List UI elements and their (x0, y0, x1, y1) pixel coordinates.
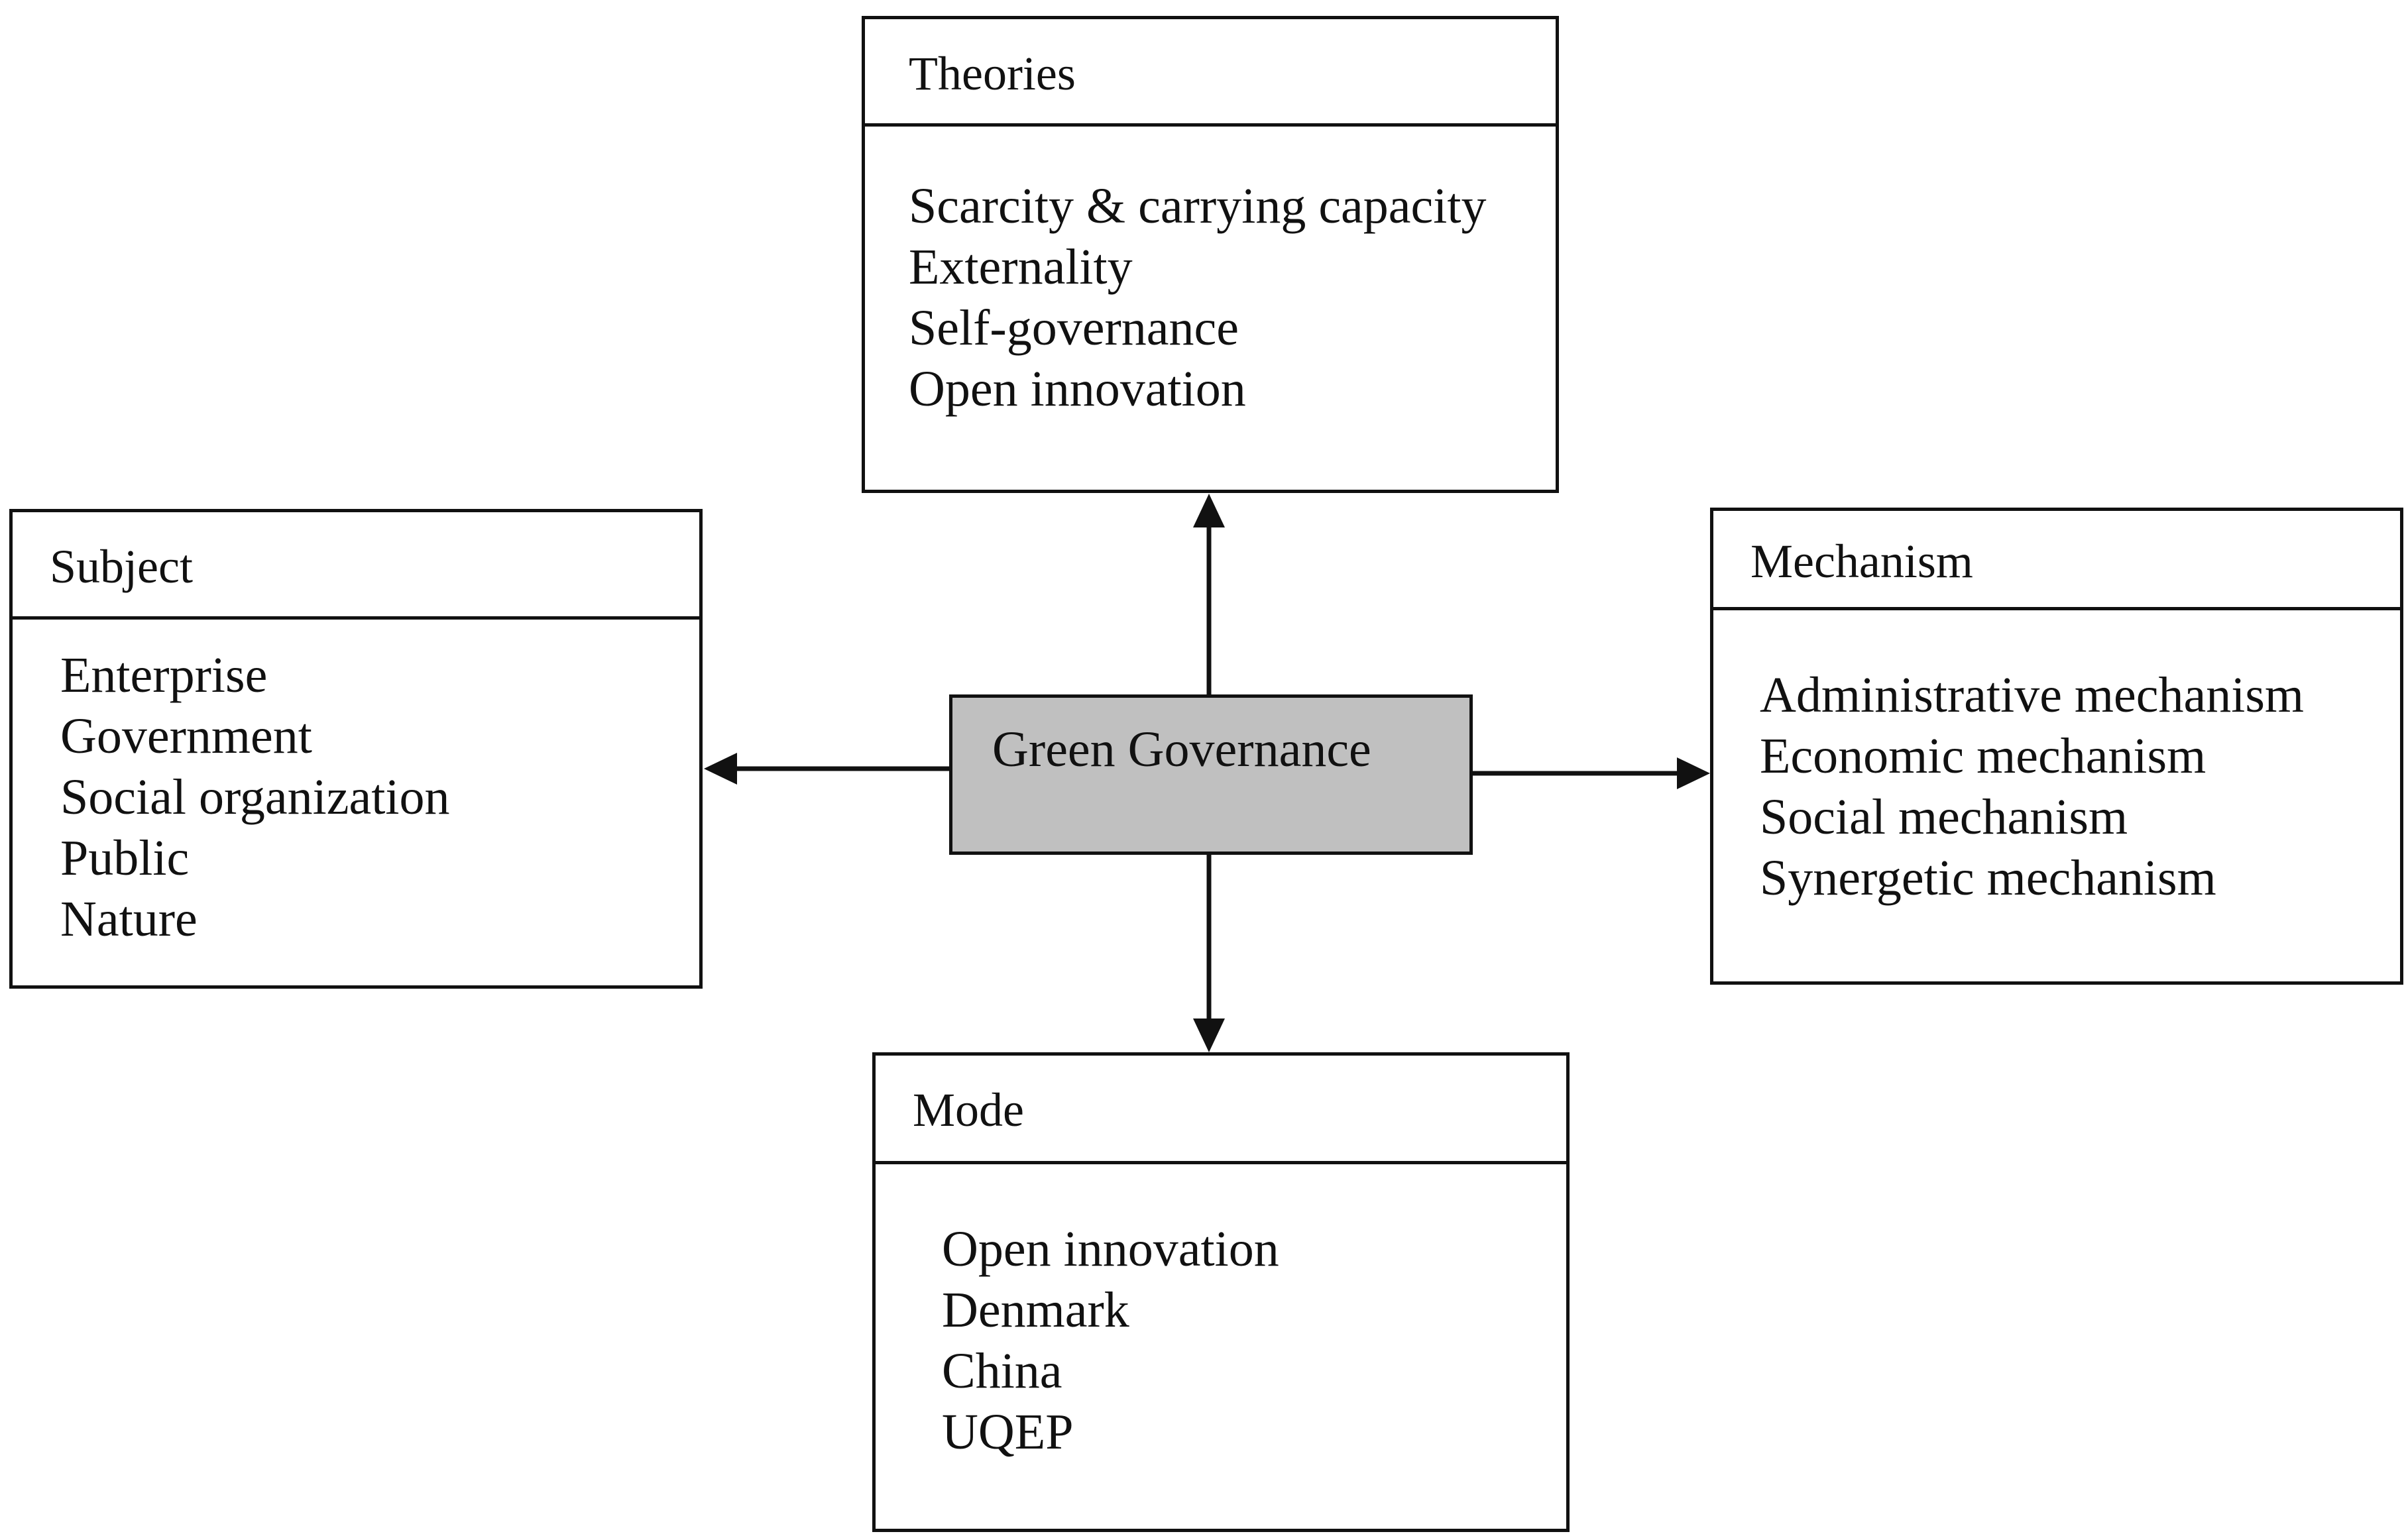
theories-box: Theories Scarcity & carrying capacity Ex… (862, 16, 1559, 493)
mechanism-item: Social mechanism (1760, 789, 2128, 845)
green-governance-label: Green Governance (992, 722, 1371, 777)
theories-item: Scarcity & carrying capacity (909, 178, 1487, 234)
subject-item: Public (60, 830, 190, 886)
arrow-to-theories (1193, 494, 1225, 694)
subject-item: Nature (60, 891, 198, 947)
subject-item: Social organization (60, 769, 450, 825)
mode-item: China (942, 1343, 1062, 1399)
mechanism-box: Mechanism Administrative mechanism Econo… (1710, 508, 2403, 985)
mechanism-item: Economic mechanism (1760, 728, 2206, 784)
subject-header: Subject (13, 512, 699, 620)
mode-header: Mode (876, 1056, 1566, 1164)
subject-title: Subject (50, 540, 193, 593)
theories-header: Theories (865, 19, 1556, 127)
mode-list: Open innovation Denmark China UQEP (942, 1219, 1279, 1462)
subject-item: Enterprise (60, 647, 268, 703)
mode-box: Mode Open innovation Denmark China UQEP (872, 1052, 1570, 1532)
mode-title: Mode (913, 1083, 1024, 1136)
subject-box: Subject Enterprise Government Social org… (9, 509, 703, 989)
mode-item: Denmark (942, 1282, 1129, 1338)
mode-item: Open innovation (942, 1221, 1279, 1277)
theories-item: Open innovation (909, 361, 1246, 417)
subject-item: Government (60, 708, 312, 764)
theories-list: Scarcity & carrying capacity Externality… (909, 176, 1486, 419)
theories-item: Self-governance (909, 300, 1239, 356)
arrow-to-subject (704, 753, 949, 785)
arrow-to-mode (1193, 855, 1225, 1052)
green-governance-box: Green Governance (949, 694, 1473, 855)
mechanism-list: Administrative mechanism Economic mechan… (1760, 665, 2304, 908)
mechanism-item: Synergetic mechanism (1760, 850, 2216, 906)
mechanism-item: Administrative mechanism (1760, 667, 2305, 723)
theories-item: Externality (909, 239, 1133, 295)
mechanism-header: Mechanism (1713, 511, 2400, 610)
mechanism-title: Mechanism (1750, 535, 1973, 588)
theories-title: Theories (909, 47, 1076, 100)
subject-list: Enterprise Government Social organizatio… (60, 645, 449, 950)
arrow-to-mechanism (1473, 757, 1710, 789)
mode-item: UQEP (942, 1404, 1074, 1460)
